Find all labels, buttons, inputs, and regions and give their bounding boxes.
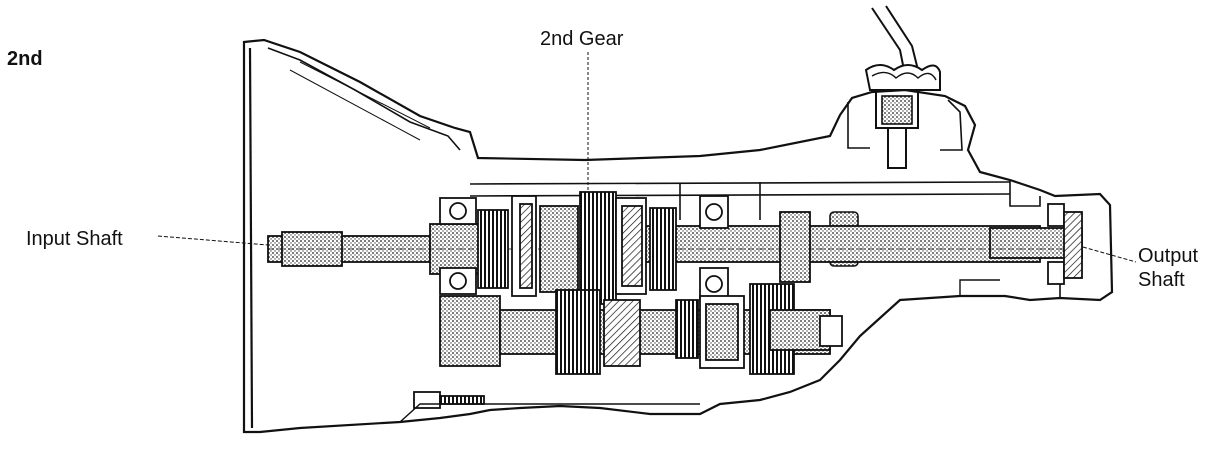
diagram-title: 2nd bbox=[7, 48, 43, 70]
transmission-housing bbox=[242, 38, 1114, 434]
leader-lines bbox=[157, 52, 1137, 263]
input-shaft-label: Input Shaft bbox=[26, 228, 123, 250]
rear-output-housing bbox=[1047, 203, 1083, 285]
output-shaft-leader bbox=[1082, 246, 1137, 263]
drain-bolt bbox=[399, 391, 700, 423]
counter-shaft bbox=[439, 283, 843, 375]
front-bearing bbox=[439, 197, 477, 295]
second-gear-label: 2nd Gear bbox=[540, 28, 624, 50]
main-shaft-gears bbox=[477, 191, 811, 305]
shift-lever-tower bbox=[847, 5, 963, 169]
output-shaft-label: Output Shaft bbox=[1138, 244, 1198, 292]
output-shaft-label-line2: Shaft bbox=[1138, 269, 1185, 291]
input-shaft-leader bbox=[157, 235, 269, 246]
output-shaft-label-line1: Output bbox=[1138, 245, 1199, 267]
second-gear bbox=[579, 191, 617, 305]
